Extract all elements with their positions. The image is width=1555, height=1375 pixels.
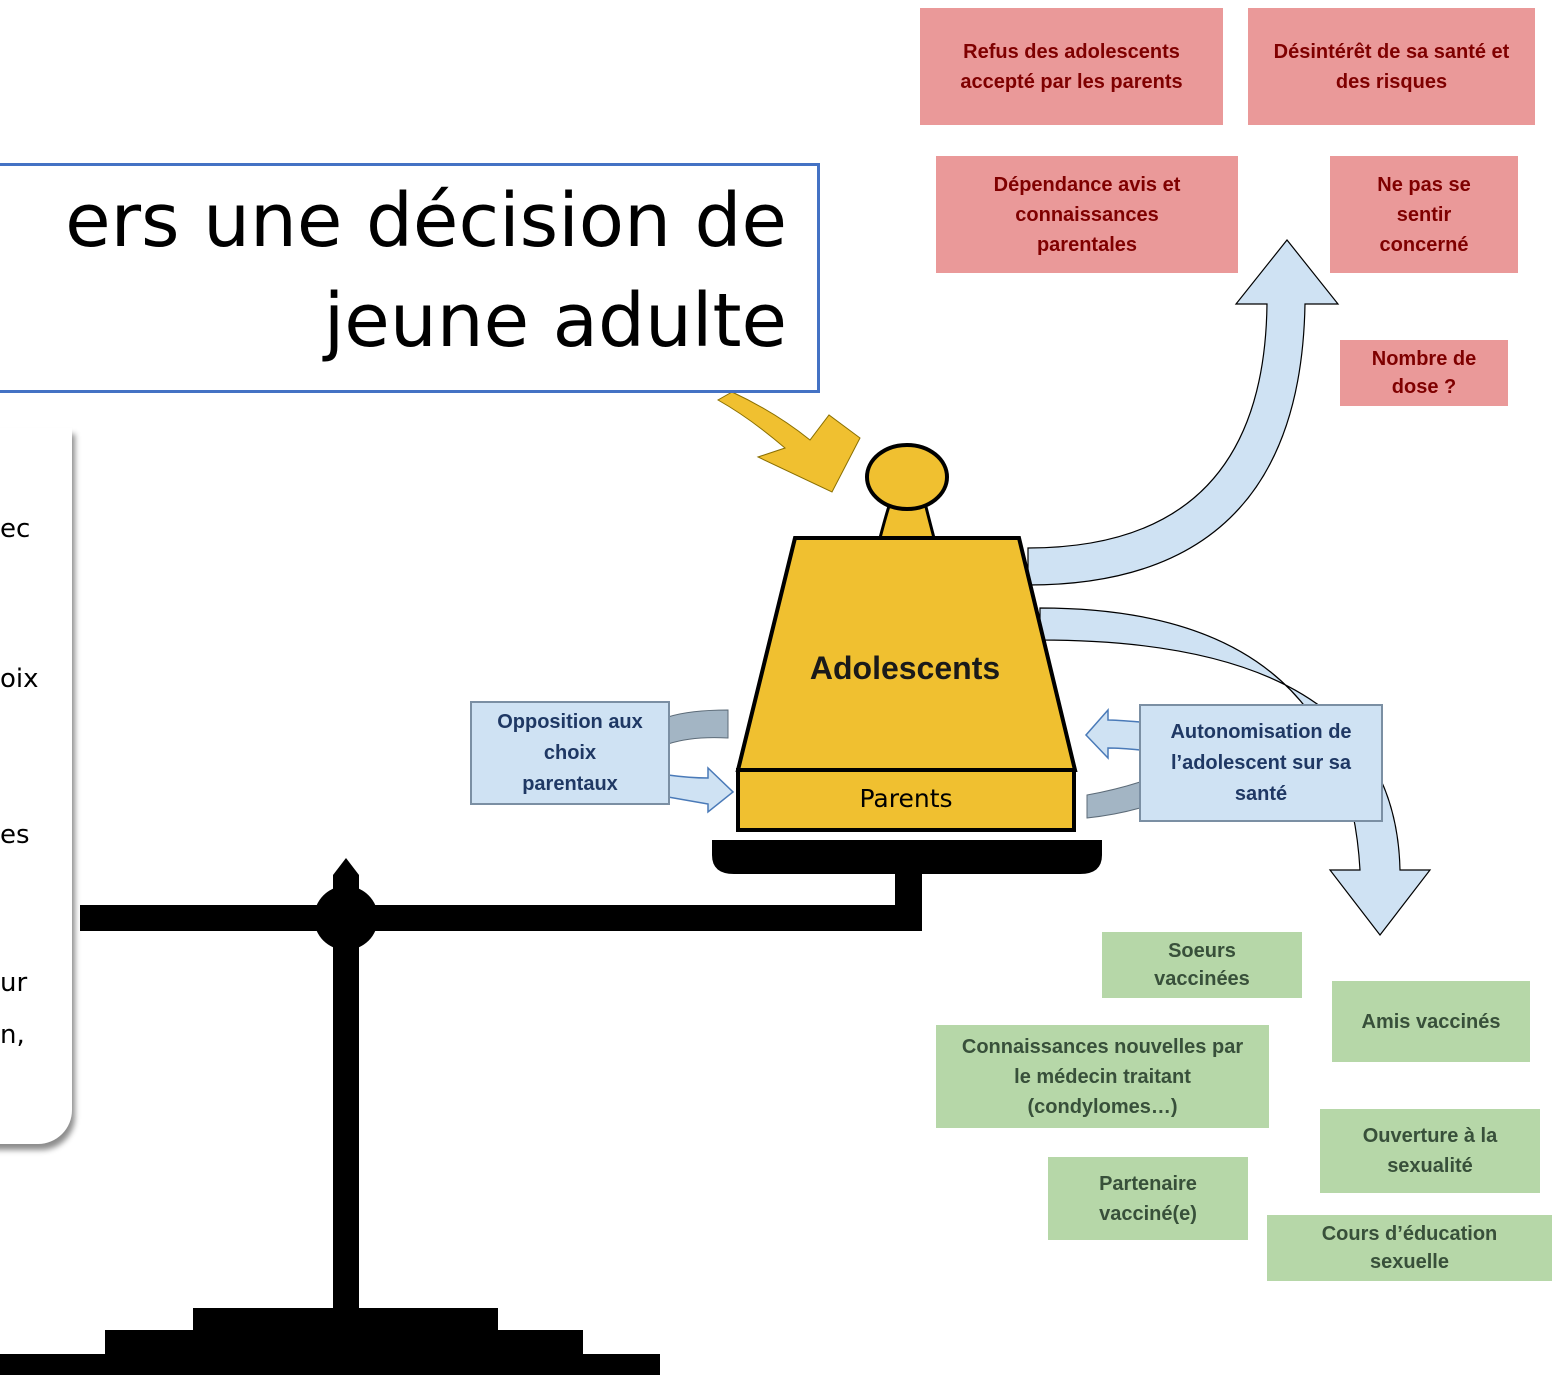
facilitator-box-amis: Amis vaccinés: [1332, 981, 1530, 1062]
weight: [735, 443, 1078, 832]
barrier-box-concerne: Ne pas se sentir concerné: [1330, 156, 1518, 273]
side-panel-text-4: ur: [0, 968, 28, 998]
side-panel: ec oix es ur n,: [0, 428, 72, 1144]
side-panel-text-5: n,: [0, 1020, 25, 1050]
side-panel-text-2: oix: [0, 664, 39, 694]
weight-label-adolescents: Adolescents: [809, 650, 1001, 686]
side-panel-text-1: ec: [0, 514, 31, 544]
left-curve-arrow-blue: [667, 766, 735, 814]
barrier-box-refus: Refus des adolescents accepté par les pa…: [920, 8, 1223, 125]
barrier-box-dependance: Dépendance avis et connaissances parenta…: [936, 156, 1238, 273]
weight-knob: [865, 443, 949, 511]
influence-box-autonomisation: Autonomisation de l’adolescent sur sa sa…: [1139, 704, 1383, 822]
title-arrow: [716, 391, 861, 493]
balance-scale: [0, 840, 1102, 1375]
scale-beam: [80, 905, 922, 931]
title-box: ers une décision de jeune adulte: [0, 163, 820, 393]
influence-box-opposition: Opposition aux choix parentaux: [470, 701, 670, 805]
weight-base: [736, 768, 1076, 832]
barrier-box-dose: Nombre de dose ?: [1340, 340, 1508, 406]
scale-pivot: [314, 886, 378, 950]
scale-pan: [712, 840, 1102, 874]
left-curve-arrow-gray: [667, 709, 729, 745]
facilitator-box-sexualite: Ouverture à la sexualité: [1320, 1109, 1540, 1193]
right-curve-arrow-gray: [1086, 781, 1141, 819]
facilitator-box-education: Cours d’éducation sexuelle: [1267, 1215, 1552, 1281]
page-title: ers une décision de jeune adulte: [65, 178, 787, 364]
barrier-box-desinteret: Désintérêt de sa santé et des risques: [1248, 8, 1535, 125]
facilitator-box-partenaire: Partenaire vacciné(e): [1048, 1157, 1248, 1240]
facilitator-box-medecin: Connaissances nouvelles par le médecin t…: [936, 1025, 1269, 1128]
right-curve-arrow-blue: [1084, 708, 1141, 760]
facilitator-box-soeurs: Soeurs vaccinées: [1102, 932, 1302, 998]
weight-label-parents: Parents: [859, 784, 953, 813]
side-panel-text-3: es: [0, 820, 30, 850]
scale-post: [333, 915, 359, 1315]
arrow-to-barriers: [1027, 239, 1340, 586]
